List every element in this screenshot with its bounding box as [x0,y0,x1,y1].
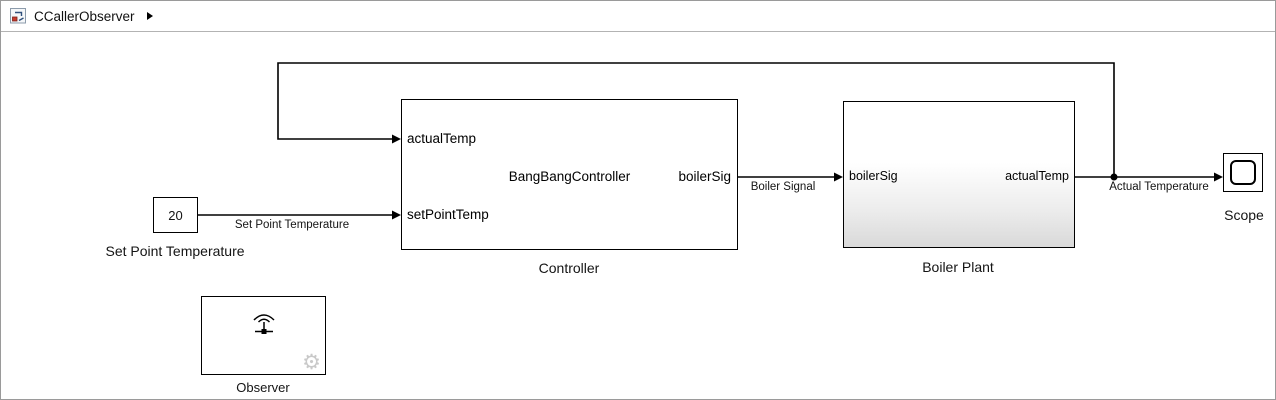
scope-screen-icon [1230,160,1256,185]
arrowhead-boiler-signal [834,172,843,182]
arrowhead-scope [1214,172,1223,182]
breadcrumb-expand-icon[interactable] [146,12,153,20]
controller-function-name: BangBangController [508,169,631,184]
controller-port-boilersig-out: boilerSig [678,169,731,184]
controller-block-label: Controller [538,260,600,276]
controller-port-setpointtemp-in: setPointTemp [407,207,489,222]
constant-block-label: Set Point Temperature [105,243,245,259]
branch-point-dot [1110,173,1118,181]
arrowhead-set-point [392,210,401,220]
signal-label-actual-temperature: Actual Temperature [1109,181,1209,193]
observer-block-label: Observer [236,380,290,395]
breadcrumb-bar: CCallerObserver [1,1,1275,32]
signal-line-feedback[interactable] [277,62,1115,177]
boiler-port-actualtemp-out: actualTemp [1005,169,1069,183]
constant-block-set-point[interactable]: 20 [153,197,198,233]
observer-block[interactable]: ⚙ [201,296,326,375]
boiler-port-boilersig-in: boilerSig [849,169,898,183]
signal-label-set-point: Set Point Temperature [234,219,350,231]
controller-port-actualtemp-in: actualTemp [407,131,477,146]
boiler-plant-block[interactable]: boilerSig actualTemp [843,101,1075,248]
scope-block[interactable] [1223,153,1263,192]
signal-label-boiler-signal: Boiler Signal [750,181,816,193]
arrowhead-feedback [392,134,401,144]
simulink-model-icon [10,8,26,24]
breadcrumb-model-name[interactable]: CCallerObserver [34,8,135,24]
gear-icon[interactable]: ⚙ [302,351,321,374]
observer-antenna-icon [252,314,275,334]
scope-block-label: Scope [1224,207,1264,223]
constant-value: 20 [168,207,183,223]
controller-subsystem-block[interactable]: actualTemp setPointTemp BangBangControll… [401,99,738,250]
boiler-plant-block-label: Boiler Plant [922,259,994,275]
